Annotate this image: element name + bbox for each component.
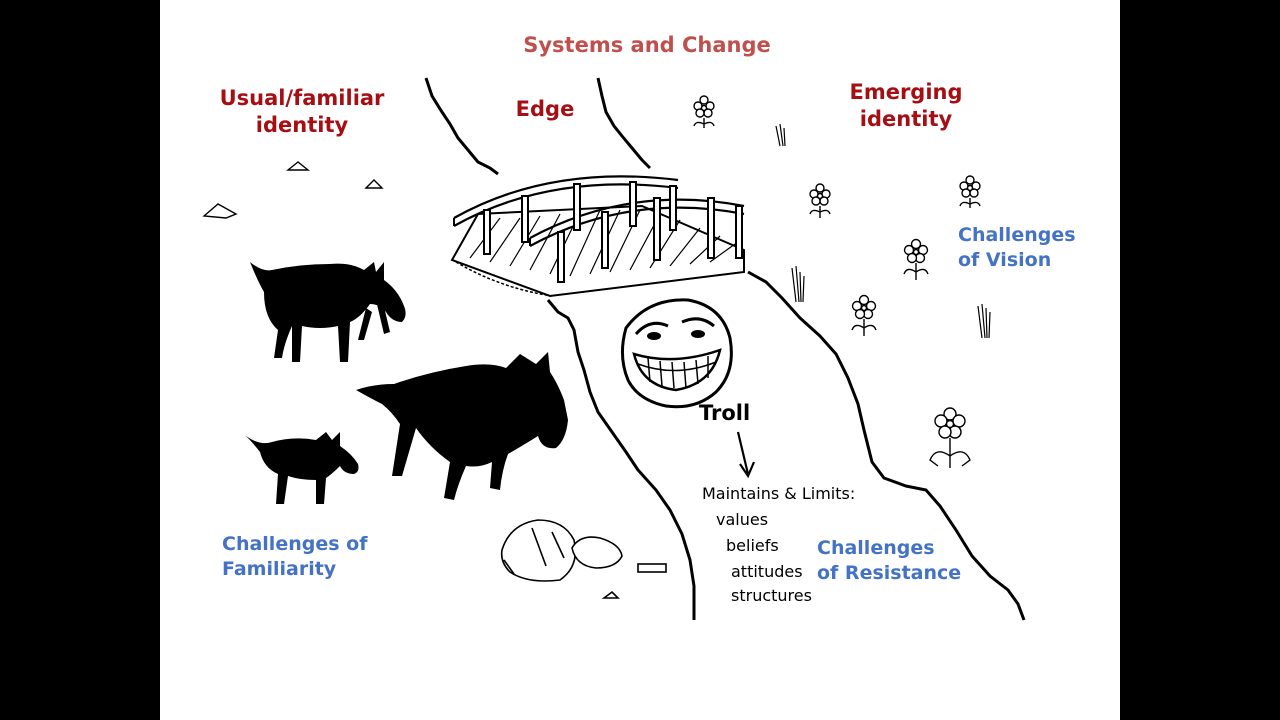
troll-arrow [738,432,754,476]
challenge-label-vision-line1: Challenges [958,223,1076,248]
challenge-label-familiarity-line2: Familiarity [222,557,367,582]
slide: Systems and Change Usual/familiar identi… [160,0,1120,720]
troll-label: Troll [699,400,750,427]
troll-limit-attitudes: attitudes [731,562,803,583]
zone-label-emerging: Emerging identity [828,79,984,134]
zone-label-emerging-line1: Emerging [828,79,984,106]
rocks-drawing [502,520,666,598]
troll-limit-structures: structures [731,586,812,607]
challenge-label-resistance-line1: Challenges [817,536,961,561]
challenge-label-familiarity: Challenges of Familiarity [222,532,367,581]
troll-limit-values: values [716,510,768,531]
challenge-label-vision: Challenges of Vision [958,223,1076,272]
zone-label-emerging-line2: identity [828,106,984,133]
troll-face-drawing [622,300,731,407]
goat-silhouette-small [246,432,359,504]
challenge-label-vision-line2: of Vision [958,248,1076,273]
challenge-label-familiarity-line1: Challenges of [222,532,367,557]
zone-label-familiar: Usual/familiar identity [202,85,402,140]
challenge-label-resistance-line2: of Resistance [817,561,961,586]
challenge-label-resistance: Challenges of Resistance [817,536,961,585]
goat-silhouette-top [250,262,406,362]
goat-silhouette-large [356,352,568,500]
zone-label-edge: Edge [500,96,590,123]
troll-limits-heading: Maintains & Limits: [702,484,855,505]
zone-label-familiar-line2: identity [202,112,402,139]
zone-label-familiar-line1: Usual/familiar [202,85,402,112]
diagram-title: Systems and Change [516,32,778,59]
small-stones [204,162,382,218]
troll-limit-beliefs: beliefs [726,536,779,557]
edge-line-middle-upper [598,78,650,168]
edge-line-left-upper [426,78,498,174]
bridge-drawing [452,176,744,296]
